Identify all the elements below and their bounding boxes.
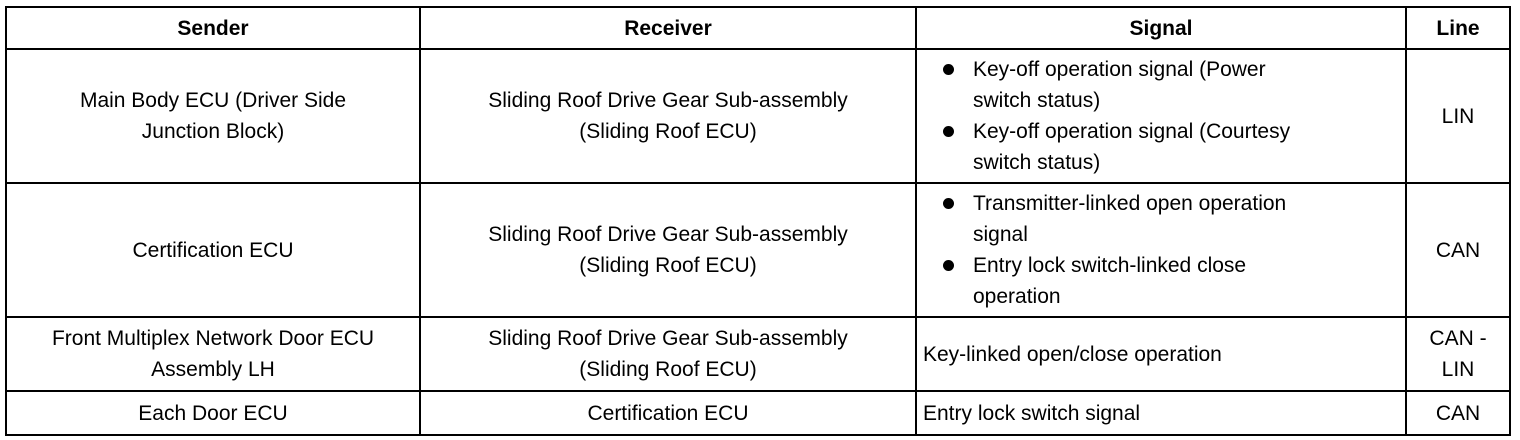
- receiver-line: (Sliding Roof ECU): [579, 358, 757, 381]
- line-cell: CAN - LIN: [1405, 316, 1511, 392]
- line-value: CAN: [1435, 238, 1481, 262]
- sender-line: Certification ECU: [132, 238, 294, 262]
- header-receiver: Receiver: [419, 6, 917, 50]
- receiver-line: (Sliding Roof ECU): [579, 254, 757, 277]
- signal-text-line: operation: [973, 285, 1061, 308]
- line-value: CAN -: [1429, 327, 1487, 350]
- receiver-line: (Sliding Roof ECU): [579, 120, 757, 143]
- signal-text-line: Key-off operation signal (Power: [973, 58, 1266, 81]
- line-cell: LIN: [1405, 48, 1511, 184]
- bullet-icon: [943, 126, 954, 137]
- signal-text-line: Transmitter-linked open operation: [973, 192, 1287, 215]
- receiver-line: Sliding Roof Drive Gear Sub-assembly: [488, 327, 848, 350]
- line-value: CAN: [1435, 401, 1481, 425]
- sender-cell: Front Multiplex Network Door ECU Assembl…: [5, 316, 421, 392]
- signal-text-line: signal: [973, 223, 1028, 246]
- signal-list: Key-off operation signal (Power switch s…: [923, 54, 1399, 178]
- header-signal: Signal: [915, 6, 1407, 50]
- header-sender: Sender: [5, 6, 421, 50]
- receiver-line: Certification ECU: [587, 401, 749, 425]
- signal-item: Key-off operation signal (Power switch s…: [923, 54, 1399, 116]
- signal-item: Entry lock switch-linked close operation: [923, 250, 1399, 312]
- sender-line: Front Multiplex Network Door ECU: [51, 327, 375, 350]
- sender-cell: Certification ECU: [5, 182, 421, 318]
- signal-text: Key-linked open/close operation: [923, 342, 1222, 366]
- receiver-cell: Certification ECU: [419, 390, 917, 436]
- header-row: Sender Receiver Signal Line: [5, 6, 1511, 50]
- line-value: LIN: [1441, 358, 1475, 381]
- signal-text-line: Key-off operation signal (Courtesy: [973, 120, 1291, 143]
- signal-item: Transmitter-linked open operation signal: [923, 188, 1399, 250]
- communication-table: Sender Receiver Signal Line Main Body EC…: [5, 6, 1511, 436]
- header-line: Line: [1405, 6, 1511, 50]
- signal-item: Key-off operation signal (Courtesy switc…: [923, 116, 1399, 178]
- table-row: Certification ECU Sliding Roof Drive Gea…: [5, 182, 1511, 318]
- bullet-icon: [943, 198, 954, 209]
- sender-cell: Main Body ECU (Driver Side Junction Bloc…: [5, 48, 421, 184]
- line-cell: CAN: [1405, 182, 1511, 318]
- line-cell: CAN: [1405, 390, 1511, 436]
- line-value: LIN: [1441, 104, 1475, 128]
- receiver-line: Sliding Roof Drive Gear Sub-assembly: [488, 89, 848, 112]
- table-row: Main Body ECU (Driver Side Junction Bloc…: [5, 48, 1511, 184]
- signal-list: Transmitter-linked open operation signal…: [923, 188, 1399, 312]
- signal-cell: Entry lock switch signal: [915, 390, 1407, 436]
- bullet-icon: [943, 64, 954, 75]
- table-row: Front Multiplex Network Door ECU Assembl…: [5, 316, 1511, 392]
- receiver-cell: Sliding Roof Drive Gear Sub-assembly (Sl…: [419, 182, 917, 318]
- sender-line: Junction Block): [141, 120, 285, 143]
- signal-text-line: switch status): [973, 89, 1101, 112]
- signal-cell: Transmitter-linked open operation signal…: [915, 182, 1407, 318]
- sender-line: Assembly LH: [151, 358, 275, 381]
- bullet-icon: [943, 260, 954, 271]
- receiver-cell: Sliding Roof Drive Gear Sub-assembly (Sl…: [419, 316, 917, 392]
- table-row: Each Door ECU Certification ECU Entry lo…: [5, 390, 1511, 436]
- receiver-cell: Sliding Roof Drive Gear Sub-assembly (Sl…: [419, 48, 917, 184]
- sender-line: Each Door ECU: [138, 401, 288, 425]
- sender-line: Main Body ECU (Driver Side: [79, 89, 347, 112]
- signal-cell: Key-off operation signal (Power switch s…: [915, 48, 1407, 184]
- signal-cell: Key-linked open/close operation: [915, 316, 1407, 392]
- signal-text-line: switch status): [973, 151, 1101, 174]
- sender-cell: Each Door ECU: [5, 390, 421, 436]
- signal-text-line: Entry lock switch-linked close: [973, 254, 1247, 277]
- receiver-line: Sliding Roof Drive Gear Sub-assembly: [488, 223, 848, 246]
- signal-text: Entry lock switch signal: [923, 401, 1141, 425]
